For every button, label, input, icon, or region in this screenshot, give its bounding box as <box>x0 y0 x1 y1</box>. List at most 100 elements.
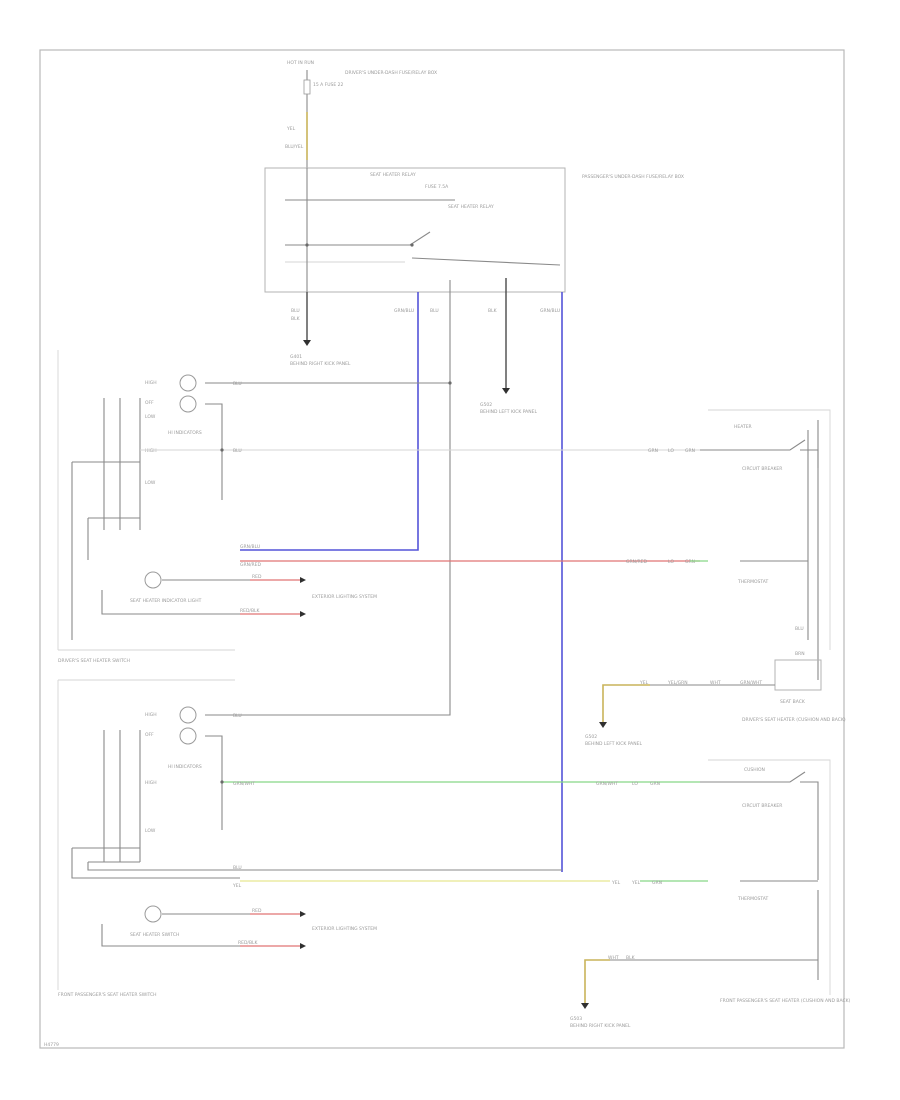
arrow-icon <box>300 943 306 949</box>
driver-heater-bus <box>800 449 819 468</box>
r-grn-c-label: GRN <box>685 559 695 565</box>
passenger-yellow-ground-wire <box>584 959 610 1003</box>
r-wire-yelgrn-label: YEL/GRN <box>667 680 688 686</box>
seat-back-box <box>774 659 822 691</box>
p-wire-c-label: BLU <box>233 865 242 871</box>
relay-switch-contact <box>285 231 431 246</box>
diagram-border <box>39 49 845 1049</box>
d-redblk-label: RED/BLK <box>240 608 261 614</box>
junction-dot <box>448 381 452 385</box>
pin-a-label: BLU <box>291 308 300 314</box>
r-seat-back-label: SEAT BACK <box>780 699 806 705</box>
driver-indicator-wire <box>205 403 223 500</box>
pr-title-label: FRONT PASSENGER'S SEAT HEATER (CUSHION A… <box>720 998 851 1004</box>
d-sw-lo-label: LOW <box>145 414 156 420</box>
pr-grn-c-label: GRN <box>652 880 662 886</box>
pin-b-label: GRN/BLU <box>394 308 414 314</box>
pr-g503-sub: BEHIND RIGHT KICK PANEL <box>570 1023 631 1029</box>
relay-title: SEAT HEATER RELAY <box>370 172 416 178</box>
passenger-switch-title: FRONT PASSENGER'S SEAT HEATER SWITCH <box>58 992 157 998</box>
r-wire-wht-label: WHT <box>710 680 721 686</box>
r-grnred-label: GRN/RED <box>626 559 647 565</box>
ground-g401-label: G401 <box>290 354 302 360</box>
circuit-breaker-switch <box>700 439 806 451</box>
pr-lo-label: LO <box>632 781 638 787</box>
pr-yel-label: YEL <box>611 880 621 886</box>
p-hi-b-label: HIGH <box>145 780 157 786</box>
p-wire-b-label: GRN/WHT <box>233 781 255 787</box>
indicator-bulb-icon <box>179 395 197 413</box>
seat-heater-relay-box <box>264 167 566 293</box>
d-sw-off-label: OFF <box>145 400 154 406</box>
junction-dot <box>305 243 309 247</box>
p-redblk-label: RED/BLK <box>238 940 259 946</box>
d-wire-a-label: BLU <box>233 381 242 387</box>
passenger-heater-outline <box>708 759 831 995</box>
r-grn-a-label: GRN <box>648 448 658 454</box>
ground-g502-label: G502 <box>480 402 492 408</box>
passenger-ground-wire <box>101 924 240 947</box>
r-g502-title: G502 <box>585 734 597 740</box>
ground-icon <box>599 722 607 728</box>
p-sh-light-label: SEAT HEATER SWITCH <box>130 932 179 938</box>
fuse-label: 15 A FUSE 22 <box>313 82 344 88</box>
junction-dot <box>410 243 414 247</box>
r-wire-yel-label: YEL <box>639 680 649 686</box>
d-sw-hi-label: HIGH <box>145 380 157 386</box>
passenger-circuit-breaker-switch <box>700 771 806 783</box>
indicator-bulb-icon <box>179 374 197 392</box>
r-g502-sub: BEHIND LEFT KICK PANEL <box>585 741 642 747</box>
blue-wire-driver <box>240 292 419 551</box>
ground-icon <box>581 1003 589 1009</box>
relay-switch-label: SEAT HEATER RELAY <box>448 204 494 210</box>
r-brn-label: BRN <box>795 651 805 657</box>
p-sw-hi-label: HIGH <box>145 712 157 718</box>
p-sw-off-label: OFF <box>145 732 154 738</box>
d-indicators-label: HI INDICATORS <box>168 430 202 436</box>
pr-yel-b-label: YEL <box>631 880 641 886</box>
wire-blu-label: BLU <box>430 308 439 314</box>
wire-ylw-label: YEL <box>286 126 296 132</box>
d-exterior-label: EXTERIOR LIGHTING SYSTEM <box>312 594 377 600</box>
pr-circuit-breaker-label: CIRCUIT BREAKER <box>742 803 782 809</box>
footer-code: H4779 <box>44 1042 59 1048</box>
wire-grnblu-b-label: GRN/BLU <box>540 308 560 314</box>
fuse-box-note: DRIVER'S UNDER-DASH FUSE/RELAY BOX <box>345 70 437 76</box>
d-red-label: RED <box>252 574 262 580</box>
r-blu-mid-label: BLU <box>795 626 804 632</box>
ground-g401-sub: BEHIND RIGHT KICK PANEL <box>290 361 351 367</box>
r-hot-label: HEATER <box>734 424 752 430</box>
junction-dot <box>220 780 224 784</box>
relay-bus-2 <box>411 257 561 266</box>
pr-g503-label: G503 <box>570 1016 582 1022</box>
ground-icon <box>502 388 510 394</box>
r-driver-heater-label: DRIVER'S SEAT HEATER (CUSHION AND BACK) <box>742 717 846 723</box>
arrow-icon <box>300 577 306 583</box>
ground-g502-sub: BEHIND LEFT KICK PANEL <box>480 409 537 415</box>
yellow-ground-wire <box>602 684 650 722</box>
passenger-box-label: PASSENGER'S UNDER-DASH FUSE/RELAY BOX <box>582 174 684 180</box>
d-sh-light-label: SEAT HEATER INDICATOR LIGHT <box>130 598 202 604</box>
pr-grn-a-label: GRN/WHT <box>596 781 618 787</box>
pr-thermostat-label: THERMOSTAT <box>737 896 769 902</box>
wire-blk-b-label: BLK <box>488 308 498 314</box>
pr-wire-wht-label: WHT <box>608 955 619 961</box>
r-circuit-breaker-label: CIRCUIT BREAKER <box>742 466 782 472</box>
driver-heater-outline <box>708 409 831 650</box>
indicator-bulb-icon <box>179 706 197 724</box>
blk-wire-passenger <box>240 280 451 716</box>
passenger-indicator-wire <box>205 735 223 830</box>
r-thermostat-label: THERMOSTAT <box>737 579 769 585</box>
arrow-icon <box>300 611 306 617</box>
pr-grn-b-label: GRN <box>650 781 660 787</box>
d-wire-c-label: GRN/BLU <box>240 544 260 550</box>
pr-cushion-label: CUSHION <box>744 767 765 773</box>
indicator-bulb-icon <box>179 727 197 745</box>
r-wire-grnwht-label: GRN/WHT <box>740 680 762 686</box>
r-grn-b-label: GRN <box>685 448 695 454</box>
fuse-b-label: FUSE 7.5A <box>425 184 449 190</box>
pr-wire-blk-label: BLK <box>626 955 636 961</box>
p-sw-lo-label: LOW <box>145 828 156 834</box>
seat-heater-switch-icon <box>144 905 162 923</box>
